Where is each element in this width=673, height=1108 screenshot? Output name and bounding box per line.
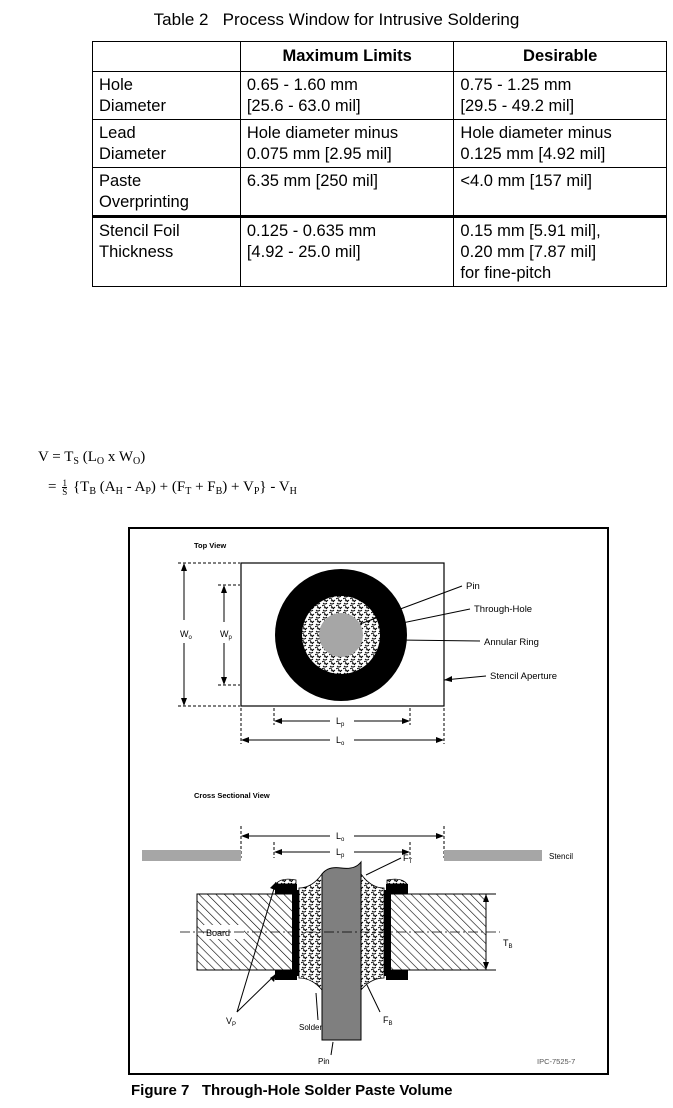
ft-label: FT — [403, 853, 413, 865]
annular-ring-label: Annular Ring — [484, 637, 539, 648]
pin-bottom-label: Pin — [318, 1057, 330, 1066]
figure-frame — [128, 527, 609, 1075]
cell-desirable: 0.75 - 1.25 mm[29.5 - 49.2 mil] — [453, 71, 667, 120]
lo-label-top: Lo — [336, 735, 345, 747]
cell-desirable: <4.0 mm [157 mil] — [453, 167, 667, 217]
stencil-aperture-label: Stencil Aperture — [490, 671, 557, 682]
tb-arrows — [483, 894, 489, 970]
table-title: Table 2 Process Window for Intrusive Sol… — [153, 10, 520, 29]
wo-label: Wo — [180, 629, 193, 641]
pin-cross-section — [321, 860, 362, 1041]
annular-pads — [275, 884, 408, 980]
pin-top-view — [319, 613, 363, 657]
header-maximum-limits: Maximum Limits — [239, 41, 455, 72]
fillet-top-left — [275, 878, 297, 885]
tb-label: TB — [503, 938, 513, 950]
through-hole-label: Through-Hole — [474, 604, 532, 615]
cross-section-leaders — [236, 857, 402, 1056]
equation-line-1: V = TS (LO x WO) — [38, 449, 146, 467]
wp-dimension — [218, 584, 240, 686]
board-label: Board — [206, 928, 230, 938]
vp-label: VP — [226, 1016, 236, 1028]
cell-maximum: 0.125 - 0.635 mm[4.92 - 25.0 mil] — [239, 215, 455, 287]
solder-label: Solder — [299, 1023, 322, 1032]
pin-label: Pin — [466, 581, 480, 592]
lo-lp-cross-dimensions — [240, 826, 445, 858]
top-view-leaders — [359, 585, 487, 681]
wp-label: Wp — [220, 629, 233, 641]
wo-dimension — [178, 562, 240, 707]
tb-dimension — [485, 893, 496, 971]
stencil-label: Stencil — [549, 852, 573, 861]
cell-desirable: 0.15 mm [5.91 mil],0.20 mm [7.87 mil]for… — [453, 215, 667, 287]
fb-label: FB — [383, 1015, 393, 1027]
cell-maximum: 6.35 mm [250 mil] — [239, 167, 455, 217]
figure-caption: Figure 7 Through-Hole Solder Paste Volum… — [131, 1082, 453, 1099]
lp-lo-top-dimensions — [240, 708, 445, 744]
lp-label-top: Lp — [336, 716, 345, 728]
lo-label-cross: Lo — [336, 831, 345, 843]
lp-label-cross: Lp — [336, 847, 345, 859]
cell-maximum: 0.65 - 1.60 mm[25.6 - 63.0 mil] — [239, 71, 455, 120]
figure-id: IPC-7525-7 — [537, 1057, 575, 1066]
stencil-foil-right — [444, 850, 542, 861]
cross-section-label: Cross Sectional View — [194, 791, 270, 800]
top-view-arrows — [398, 637, 452, 682]
stencil-foil-left — [142, 850, 241, 861]
top-view-label: Top View — [194, 541, 226, 550]
fillet-top-right — [386, 878, 408, 885]
